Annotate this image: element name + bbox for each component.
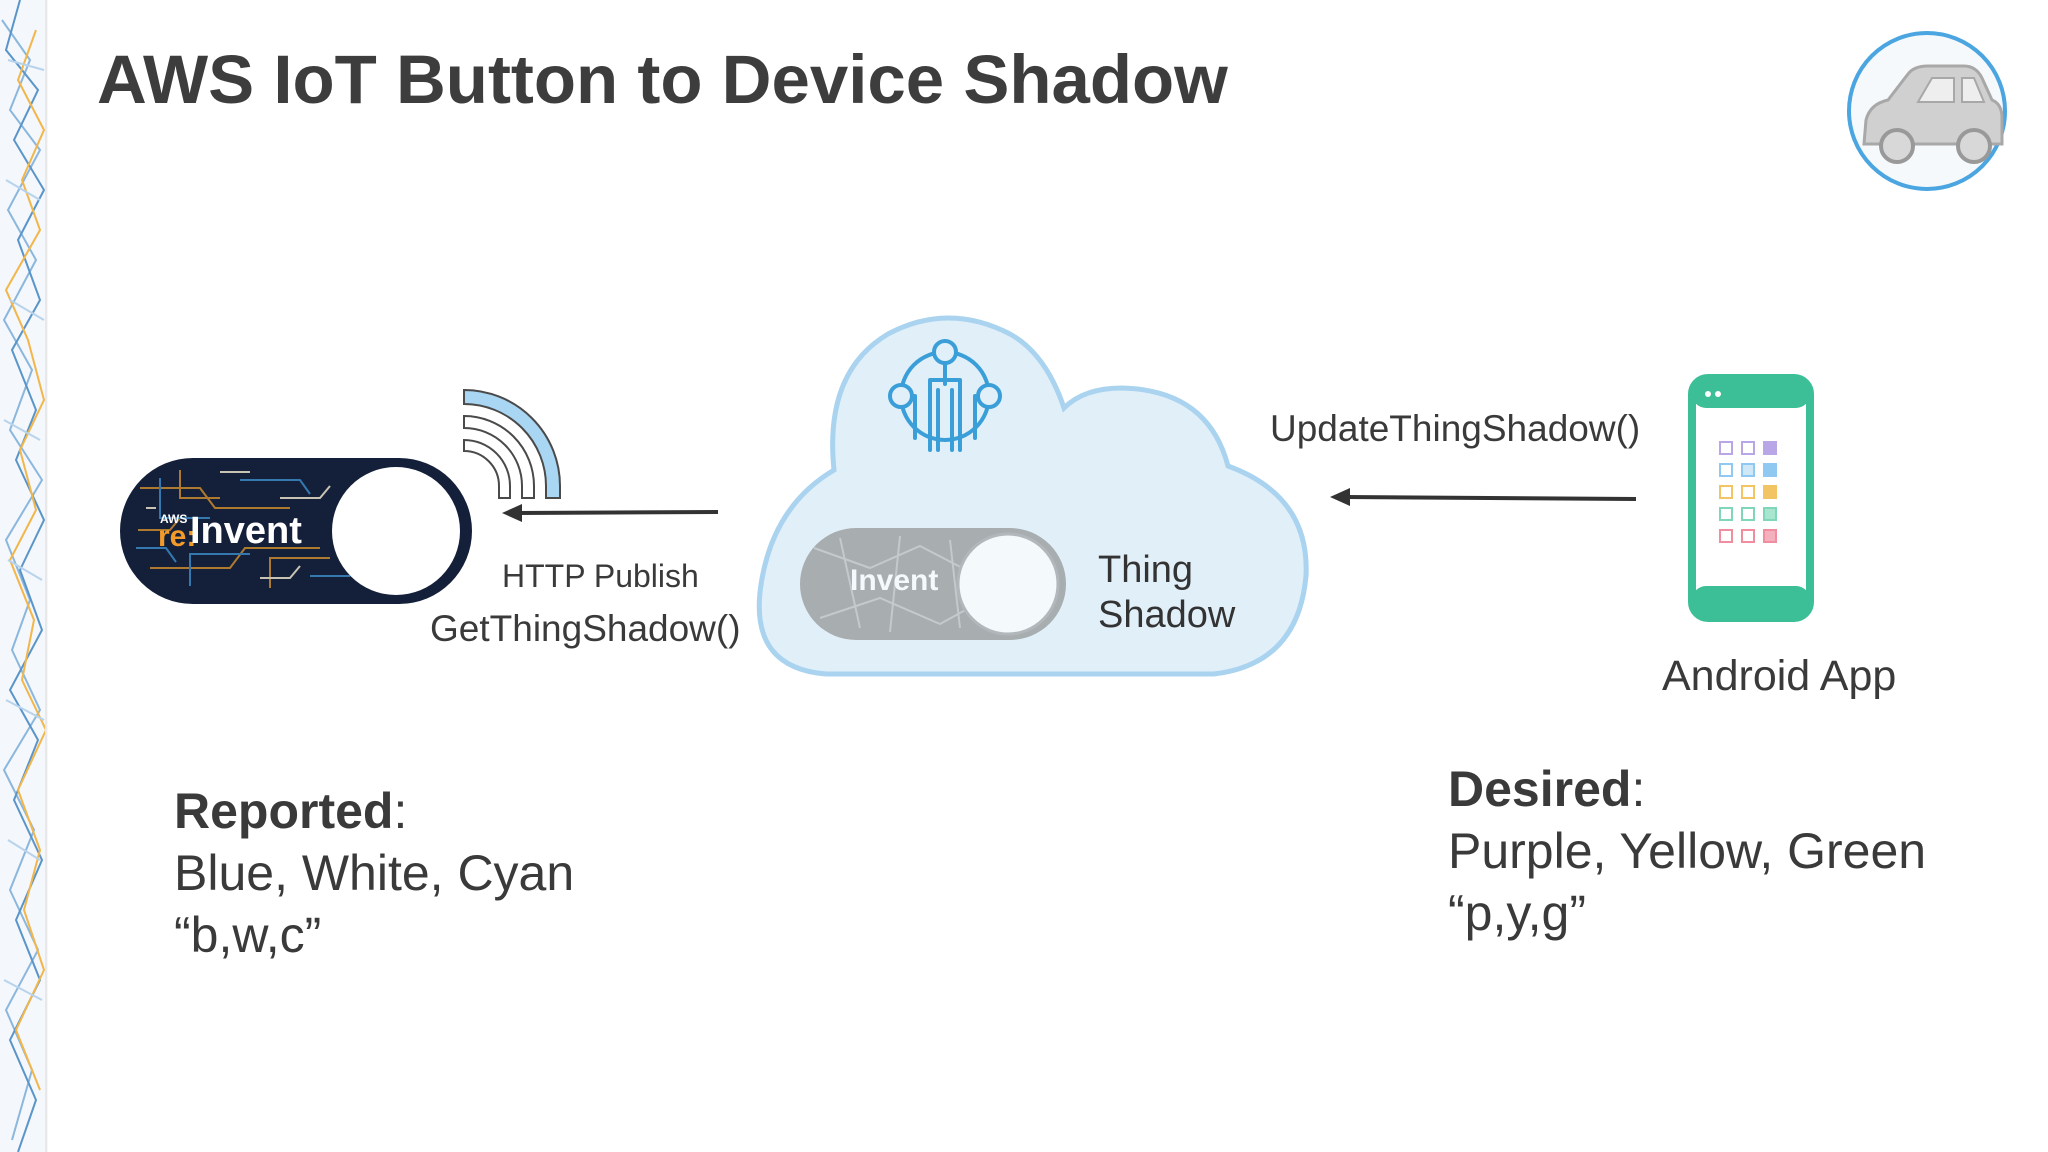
car-icon — [1847, 31, 2007, 191]
android-app-label: Android App — [1662, 652, 1897, 700]
slide-title: AWS IoT Button to Device Shadow — [97, 41, 1228, 118]
desired-heading-row: Desired: — [1448, 761, 1646, 817]
desired-colors: Purple, Yellow, Green — [1448, 823, 1927, 879]
reported-colors: Blue, White, Cyan — [174, 845, 575, 901]
update-arrow — [1330, 488, 1637, 506]
get-thing-shadow-label: GetThingShadow() — [430, 608, 741, 649]
brand-aws-label: AWS — [160, 512, 188, 526]
desired-state: Desired: Purple, Yellow, Green “p,y,g” — [1448, 758, 1926, 944]
reported-state: Reported: Blue, White, Cyan “b,w,c” — [174, 780, 574, 966]
brand-re-label: re: — [158, 520, 197, 553]
shadow-button-image: Invent — [800, 528, 1066, 640]
reported-heading-row: Reported: — [174, 783, 408, 839]
desired-code: “p,y,g” — [1448, 885, 1586, 941]
iot-button-device: AWS re: Invent — [120, 458, 472, 604]
shadow-brand-label: Invent — [850, 564, 939, 597]
thing-shadow-line2: Shadow — [1098, 594, 1236, 636]
http-publish-label: HTTP Publish — [502, 558, 699, 594]
reported-heading: Reported — [174, 783, 394, 839]
shadow-button-body — [800, 528, 1066, 640]
iot-core-icon — [888, 339, 1002, 452]
update-thing-shadow-label: UpdateThingShadow() — [1270, 408, 1641, 449]
desired-heading: Desired — [1448, 761, 1632, 817]
wifi-signal-icon — [463, 388, 561, 499]
brand-invent-label: Invent — [190, 510, 302, 552]
smartphone-icon — [1688, 374, 1814, 622]
decorative-edge-pattern — [0, 0, 48, 1152]
thing-shadow-label: Thing Shadow — [1098, 548, 1235, 638]
thing-shadow-line1: Thing — [1098, 549, 1194, 591]
iot-button-body — [120, 458, 472, 604]
publish-arrow — [502, 504, 719, 522]
reported-code: “b,w,c” — [174, 907, 322, 963]
